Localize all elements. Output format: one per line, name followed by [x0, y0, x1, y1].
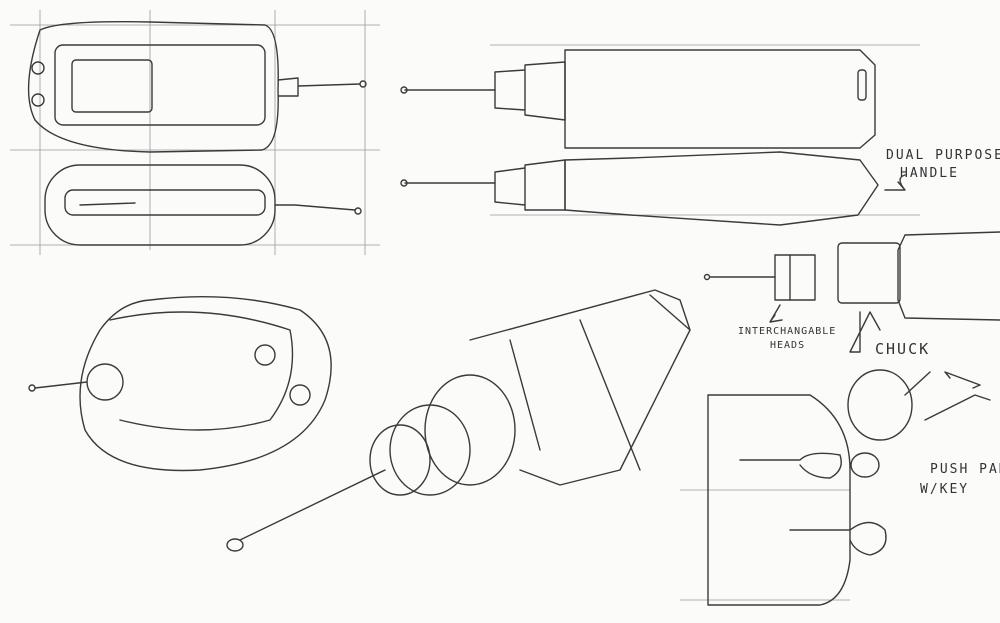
chuck-detail — [703, 231, 1000, 353]
label-handle: HANDLE — [900, 166, 959, 181]
side-view-device — [44, 164, 362, 246]
label-dual-purpose: DUAL PURPOSE — [886, 148, 1000, 163]
construction-lines — [10, 10, 920, 601]
label-with-key: W/KEY — [920, 482, 970, 497]
push-pad-detail — [707, 369, 991, 606]
perspective-tool — [226, 289, 691, 552]
label-push-pad: PUSH PAD — [930, 462, 1000, 477]
tool-side-view-1 — [400, 49, 876, 149]
label-heads: HEADS — [770, 340, 806, 351]
label-chuck: CHUCK — [875, 340, 931, 358]
label-interchangable: INTERCHANGABLE — [738, 326, 837, 337]
tool-side-view-2 — [400, 151, 906, 226]
top-view-device — [27, 20, 367, 153]
perspective-device — [28, 295, 332, 472]
